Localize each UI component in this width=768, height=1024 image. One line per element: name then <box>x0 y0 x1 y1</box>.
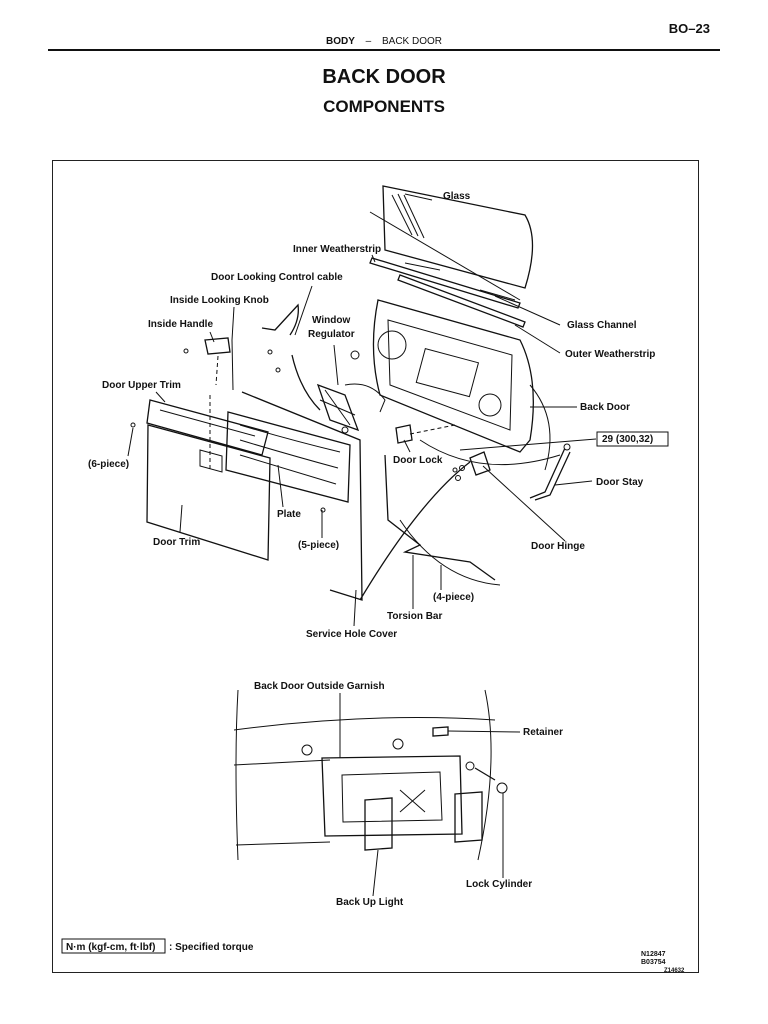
label-inside-handle: Inside Handle <box>148 319 213 330</box>
label-torque-value: 29 (300,32) <box>602 434 653 445</box>
section-name: BODY <box>325 36 355 47</box>
window-regulator-part <box>316 350 386 434</box>
label-back-up-light: Back Up Light <box>336 897 404 908</box>
label-torsion-bar: Torsion Bar <box>387 611 442 622</box>
legend-unit: N·m (kgf-cm, ft·lbf) <box>66 942 155 953</box>
label-door-hinge: Door Hinge <box>531 541 585 552</box>
leader-lines-lower <box>339 693 521 897</box>
section-separator: – <box>365 36 372 47</box>
label-plate: Plate <box>277 509 301 520</box>
label-glass-channel: Glass Channel <box>567 320 637 331</box>
label-glass: Glass <box>443 191 471 202</box>
door-lock-part <box>395 424 456 444</box>
outer-weatherstrip-part <box>397 274 526 328</box>
label-inner-weatherstrip: Inner Weatherstrip <box>293 244 381 255</box>
label-outside-garnish: Back Door Outside Garnish <box>254 681 385 692</box>
label-lock-cylinder: Lock Cylinder <box>466 879 532 890</box>
page-number: BO–23 <box>668 21 710 36</box>
inside-handle-part <box>183 337 234 391</box>
label-window-regulator-2: Regulator <box>308 329 355 340</box>
label-six-piece: (6-piece) <box>88 459 129 470</box>
subsection-name: BACK DOOR <box>382 36 443 47</box>
torque-box <box>596 431 669 447</box>
service-hole-cover-part <box>241 391 471 601</box>
label-four-piece: (4-piece) <box>433 592 474 603</box>
label-door-upper-trim: Door Upper Trim <box>102 380 181 391</box>
label-locking-control-cable: Door Looking Control cable <box>211 272 343 283</box>
plate-part <box>225 411 351 503</box>
door-upper-trim-part <box>146 399 269 456</box>
glass-part <box>369 185 534 301</box>
label-service-hole-cover: Service Hole Cover <box>306 629 397 640</box>
label-retainer: Retainer <box>523 727 563 738</box>
unit-box <box>61 938 166 954</box>
code-2: B03754 <box>641 959 666 966</box>
section-header: BODY – BACK DOOR <box>0 36 768 47</box>
diagram-frame <box>52 160 699 973</box>
code-3: Z14632 <box>664 968 685 974</box>
page-title: BACK DOOR <box>322 66 446 88</box>
label-door-lock: Door Lock <box>393 455 443 466</box>
inner-weatherstrip-part <box>369 257 521 309</box>
label-five-piece: (5-piece) <box>298 540 339 551</box>
label-inside-locking-knob: Inside Looking Knob <box>170 295 269 306</box>
label-door-stay: Door Stay <box>596 477 644 488</box>
back-door-panel <box>372 299 561 471</box>
door-hinge-part <box>455 451 491 481</box>
legend-text: : Specified torque <box>169 942 254 953</box>
label-door-trim: Door Trim <box>153 537 200 548</box>
page-subtitle: COMPONENTS <box>323 97 445 116</box>
code-1: N12847 <box>641 951 666 958</box>
locking-control-cable-part <box>261 303 321 411</box>
label-outer-weatherstrip: Outer Weatherstrip <box>565 349 655 360</box>
door-trim-part <box>146 395 271 561</box>
torsion-bar-part <box>384 454 496 581</box>
door-stay-part <box>529 443 571 501</box>
leader-lines-upper <box>127 193 597 627</box>
label-back-door: Back Door <box>580 402 630 413</box>
header-rule <box>48 49 720 51</box>
garnish-assembly <box>233 689 508 861</box>
label-window-regulator-1: Window <box>312 315 350 326</box>
